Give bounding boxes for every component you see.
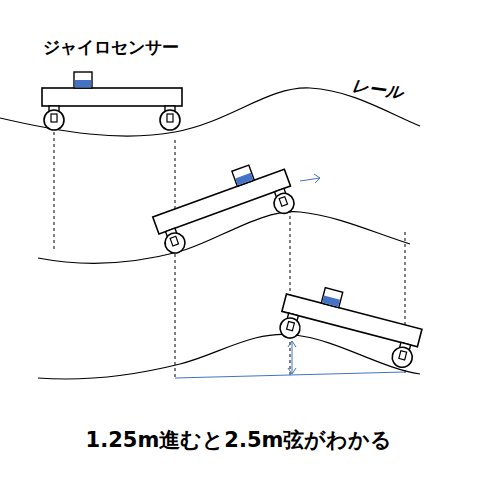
chord-line — [175, 372, 405, 378]
axle — [279, 197, 287, 207]
offset-arrowheads — [288, 341, 296, 374]
guide-line — [290, 210, 291, 378]
wheel — [160, 110, 180, 130]
wheel — [162, 230, 188, 256]
cart — [276, 279, 426, 370]
rail — [38, 334, 420, 379]
sensor-label: ジャイロセンサー — [43, 36, 179, 59]
offset-arrow — [292, 342, 293, 373]
axle — [167, 114, 173, 122]
cart-body — [42, 88, 182, 106]
guide-line — [175, 140, 176, 380]
wheel — [278, 316, 302, 340]
gyro-sensor — [232, 165, 254, 186]
axle — [51, 114, 57, 122]
cart — [147, 154, 298, 256]
rail-label: レール — [351, 75, 405, 105]
cart-body — [282, 294, 422, 347]
gyro-sensor — [321, 288, 342, 308]
wheel — [271, 191, 297, 217]
axle — [287, 321, 295, 330]
rail — [38, 212, 410, 263]
guide-line — [54, 132, 55, 252]
motion-arrowhead — [314, 174, 320, 183]
caption: 1.25m進むと2.5m弦がわかる — [86, 426, 393, 454]
axle — [170, 236, 178, 246]
gyro-sensor — [74, 72, 92, 88]
cart-body — [153, 169, 291, 234]
axle — [399, 351, 407, 360]
wheel — [44, 110, 64, 130]
cart — [42, 72, 182, 130]
wheel — [390, 345, 414, 369]
